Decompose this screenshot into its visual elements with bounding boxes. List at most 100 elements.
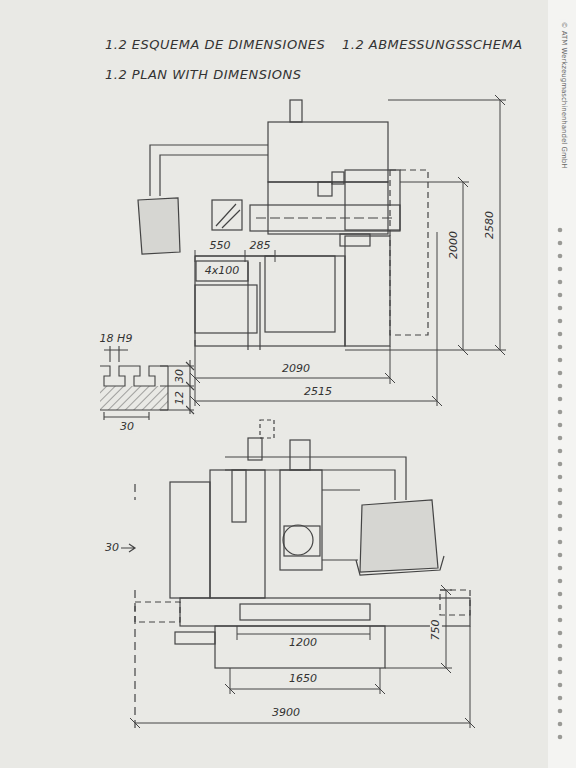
drawing-stroke xyxy=(250,205,400,231)
drawing-stroke xyxy=(318,182,332,196)
drawing-stroke xyxy=(120,544,135,552)
drawing-stroke xyxy=(232,470,246,522)
top-view-dimensions xyxy=(190,95,506,406)
drawing-stroke xyxy=(195,232,437,406)
drawing-stroke xyxy=(104,346,128,362)
drawing-stroke xyxy=(190,373,442,406)
drawing-stroke xyxy=(216,204,240,228)
dimension: 2090 xyxy=(280,363,312,375)
drawing-stroke xyxy=(215,626,385,668)
drawing-stroke xyxy=(265,256,335,332)
drawing-stroke xyxy=(230,668,380,694)
dimension: 1200 xyxy=(287,637,319,649)
binder-hole xyxy=(558,592,563,597)
drawing-stroke xyxy=(100,366,168,386)
drawing-stroke xyxy=(175,632,215,644)
dimension: 2000 xyxy=(448,229,460,261)
binder-holes xyxy=(558,228,563,740)
front-view xyxy=(120,420,470,728)
dimension: 30 xyxy=(174,367,186,385)
drawing-stroke xyxy=(225,684,385,694)
drawing-stroke xyxy=(268,122,388,182)
drawing-stroke xyxy=(180,598,470,626)
binder-hole xyxy=(558,241,563,246)
drawing-stroke xyxy=(195,378,437,401)
binder-hole xyxy=(558,709,563,714)
dimension: 12 xyxy=(174,389,186,407)
page-edge xyxy=(548,0,576,768)
dimension: 2515 xyxy=(302,386,334,398)
binder-hole xyxy=(558,332,563,337)
binder-hole xyxy=(558,462,563,467)
drawing-stroke xyxy=(283,525,313,555)
drawing-stroke xyxy=(385,585,452,673)
binder-hole xyxy=(558,423,563,428)
dimension: 750 xyxy=(430,618,442,643)
drawing-stroke xyxy=(440,590,470,615)
binder-hole xyxy=(558,358,563,363)
drawing-stroke xyxy=(280,470,322,570)
binder-hole xyxy=(558,566,563,571)
dimension: 1650 xyxy=(287,673,319,685)
binder-hole xyxy=(558,605,563,610)
drawing-stroke xyxy=(210,470,265,598)
drawing-stroke xyxy=(345,100,506,350)
binder-hole xyxy=(558,397,563,402)
binder-hole xyxy=(558,618,563,623)
drawing-stroke xyxy=(322,490,360,560)
dimension: 18 H9 xyxy=(98,333,135,345)
drawing-stroke xyxy=(225,457,406,500)
drawing-stroke xyxy=(186,362,194,414)
dimension: 3900 xyxy=(270,707,302,719)
drawing-stroke xyxy=(160,155,268,196)
binder-hole xyxy=(558,488,563,493)
binder-hole xyxy=(558,670,563,675)
drawing-stroke xyxy=(104,412,149,420)
binder-hole xyxy=(558,319,563,324)
t-slot-detail xyxy=(100,346,194,420)
drawing-stroke xyxy=(390,170,428,335)
drawing-stroke xyxy=(345,170,400,230)
binder-hole xyxy=(558,644,563,649)
drawing-stroke xyxy=(212,200,242,230)
binder-hole xyxy=(558,501,563,506)
binder-hole xyxy=(558,293,563,298)
drawing-stroke xyxy=(284,526,320,556)
binder-hole xyxy=(558,475,563,480)
drawing-stroke xyxy=(260,420,274,438)
binder-hole xyxy=(558,657,563,662)
drawing-stroke xyxy=(356,556,444,575)
drawing-stroke xyxy=(458,95,505,355)
dimension: 2580 xyxy=(484,209,496,241)
drawing-stroke xyxy=(248,262,260,350)
drawing-stroke xyxy=(130,626,475,728)
heading: 1.2 ABMESSUNGSSCHEMA xyxy=(340,38,525,52)
binder-hole xyxy=(558,371,563,376)
drawing-stroke xyxy=(135,602,180,622)
binder-hole xyxy=(558,514,563,519)
front-view-dimensions xyxy=(130,585,475,728)
drawing-stroke xyxy=(360,500,438,572)
binder-hole xyxy=(558,228,563,233)
binder-hole xyxy=(558,735,563,740)
dimension: 30 xyxy=(103,542,121,554)
drawing-stroke xyxy=(345,236,390,346)
drawing-stroke xyxy=(134,484,135,728)
binder-hole xyxy=(558,384,563,389)
binder-hole xyxy=(558,631,563,636)
top-view xyxy=(138,100,428,350)
drawing-stroke xyxy=(332,172,344,184)
binder-hole xyxy=(558,696,563,701)
binder-hole xyxy=(558,553,563,558)
drawing-stroke xyxy=(268,182,388,234)
binder-hole xyxy=(558,722,563,727)
binder-hole xyxy=(558,579,563,584)
binder-hole xyxy=(558,280,563,285)
drawing-stroke xyxy=(150,145,268,196)
drawing-stroke xyxy=(196,261,248,281)
drawing-stroke xyxy=(240,604,370,620)
drawing-stroke xyxy=(100,366,168,410)
dimension: 30 xyxy=(118,421,136,433)
binder-hole xyxy=(558,267,563,272)
